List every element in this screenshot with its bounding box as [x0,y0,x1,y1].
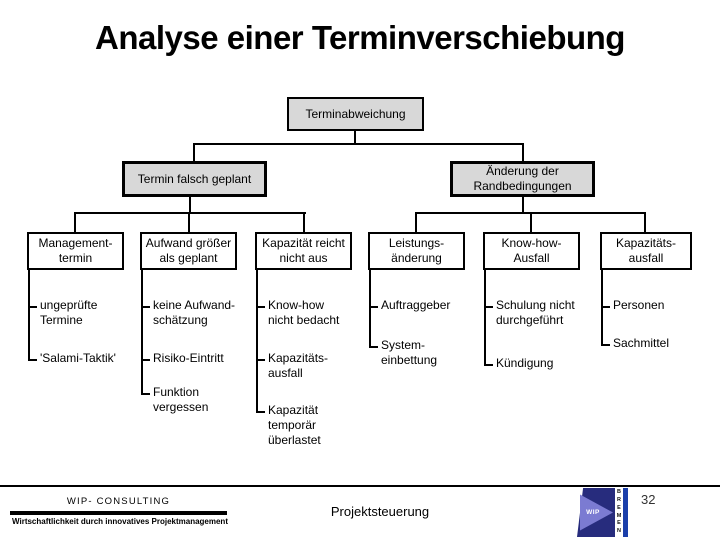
wip-bremen-logo: WIP B R E M E N [577,488,628,537]
cause-box-managementtermin: Management- termin [27,232,124,270]
connector-line [415,214,417,232]
connector-line [369,268,371,348]
connector-line [484,268,486,366]
connector-line [74,212,306,214]
logo-wip-text: WIP [586,509,600,516]
logo-city-letters: B R E M E N [616,489,622,535]
cause-item: System- einbettung [381,338,438,367]
connector-tick [484,364,493,366]
cause-box-label: Leistungs- änderung [388,236,445,265]
connector-line [415,212,646,214]
cause-item: Personen [613,298,665,312]
connector-line [256,268,258,413]
connector-line [193,143,524,145]
connector-line [141,268,143,395]
cause-box-kapazitaet-reicht-nicht: Kapazität reicht nicht aus [255,232,352,270]
footer-center-label: Projektsteuerung [330,504,430,519]
root-box: Terminabweichung [287,97,424,131]
branch-box-aenderung-randbedingungen: Änderung der Randbedingungen [450,161,595,197]
cause-box-label: Kapazitäts- ausfall [615,236,677,265]
cause-box-label: Aufwand größer als geplant [145,236,232,265]
connector-line [530,214,532,232]
connector-tick [601,344,610,346]
cause-item: Kapazität temporär überlastet [268,403,321,447]
cause-box-leistungsaenderung: Leistungs- änderung [368,232,465,270]
connector-tick [256,411,265,413]
connector-line [189,197,191,212]
footer-divider [0,485,720,487]
connector-line [303,214,305,232]
connector-tick [141,393,150,395]
connector-line [28,268,30,361]
cause-box-aufwand-groesser: Aufwand größer als geplant [140,232,237,270]
cause-item: Sachmittel [613,336,670,350]
connector-line [188,214,190,232]
cause-item: Kündigung [496,356,554,370]
company-name: WIP- CONSULTING [66,496,171,507]
connector-tick [28,359,37,361]
company-tagline: Wirtschaftlichkeit durch innovatives Pro… [12,517,228,526]
cause-item: ungeprüfte Termine [40,298,98,327]
cause-item: 'Salami-Taktik' [40,351,116,365]
connector-tick [141,306,150,308]
logo-city-strip: B R E M E N [615,488,623,537]
cause-box-label: Know-how- Ausfall [501,236,562,265]
connector-tick [484,306,493,308]
cause-item: Risiko-Eintritt [153,351,224,365]
connector-tick [141,359,150,361]
connector-tick [369,306,378,308]
cause-box-label: Kapazität reicht nicht aus [262,236,345,265]
cause-box-kapazitaetsausfall: Kapazitäts- ausfall [600,232,692,270]
page-number: 32 [641,492,656,507]
connector-line [354,131,356,143]
cause-item: Kapazitäts- ausfall [268,351,329,380]
connector-tick [256,306,265,308]
connector-line [644,214,646,232]
connector-line [522,197,524,212]
connector-tick [256,359,265,361]
cause-item: keine Aufwand- schätzung [153,298,236,327]
connector-tick [28,306,37,308]
cause-box-label: Management- termin [38,236,113,265]
connector-line [522,145,524,161]
logo-edge-shape [623,488,628,537]
connector-tick [601,306,610,308]
connector-line [193,145,195,161]
connector-line [74,214,76,232]
branch-box-termin-falsch-geplant: Termin falsch geplant [122,161,267,197]
cause-item: Auftraggeber [381,298,451,312]
company-underline [10,511,227,515]
slide-title: Analyse einer Terminverschiebung [95,19,625,56]
connector-tick [369,346,378,348]
cause-item: Funktion vergessen [153,385,209,414]
cause-item: Schulung nicht durchgeführt [496,298,575,327]
cause-box-knowhow-ausfall: Know-how- Ausfall [483,232,580,270]
cause-item: Know-how nicht bedacht [268,298,340,327]
